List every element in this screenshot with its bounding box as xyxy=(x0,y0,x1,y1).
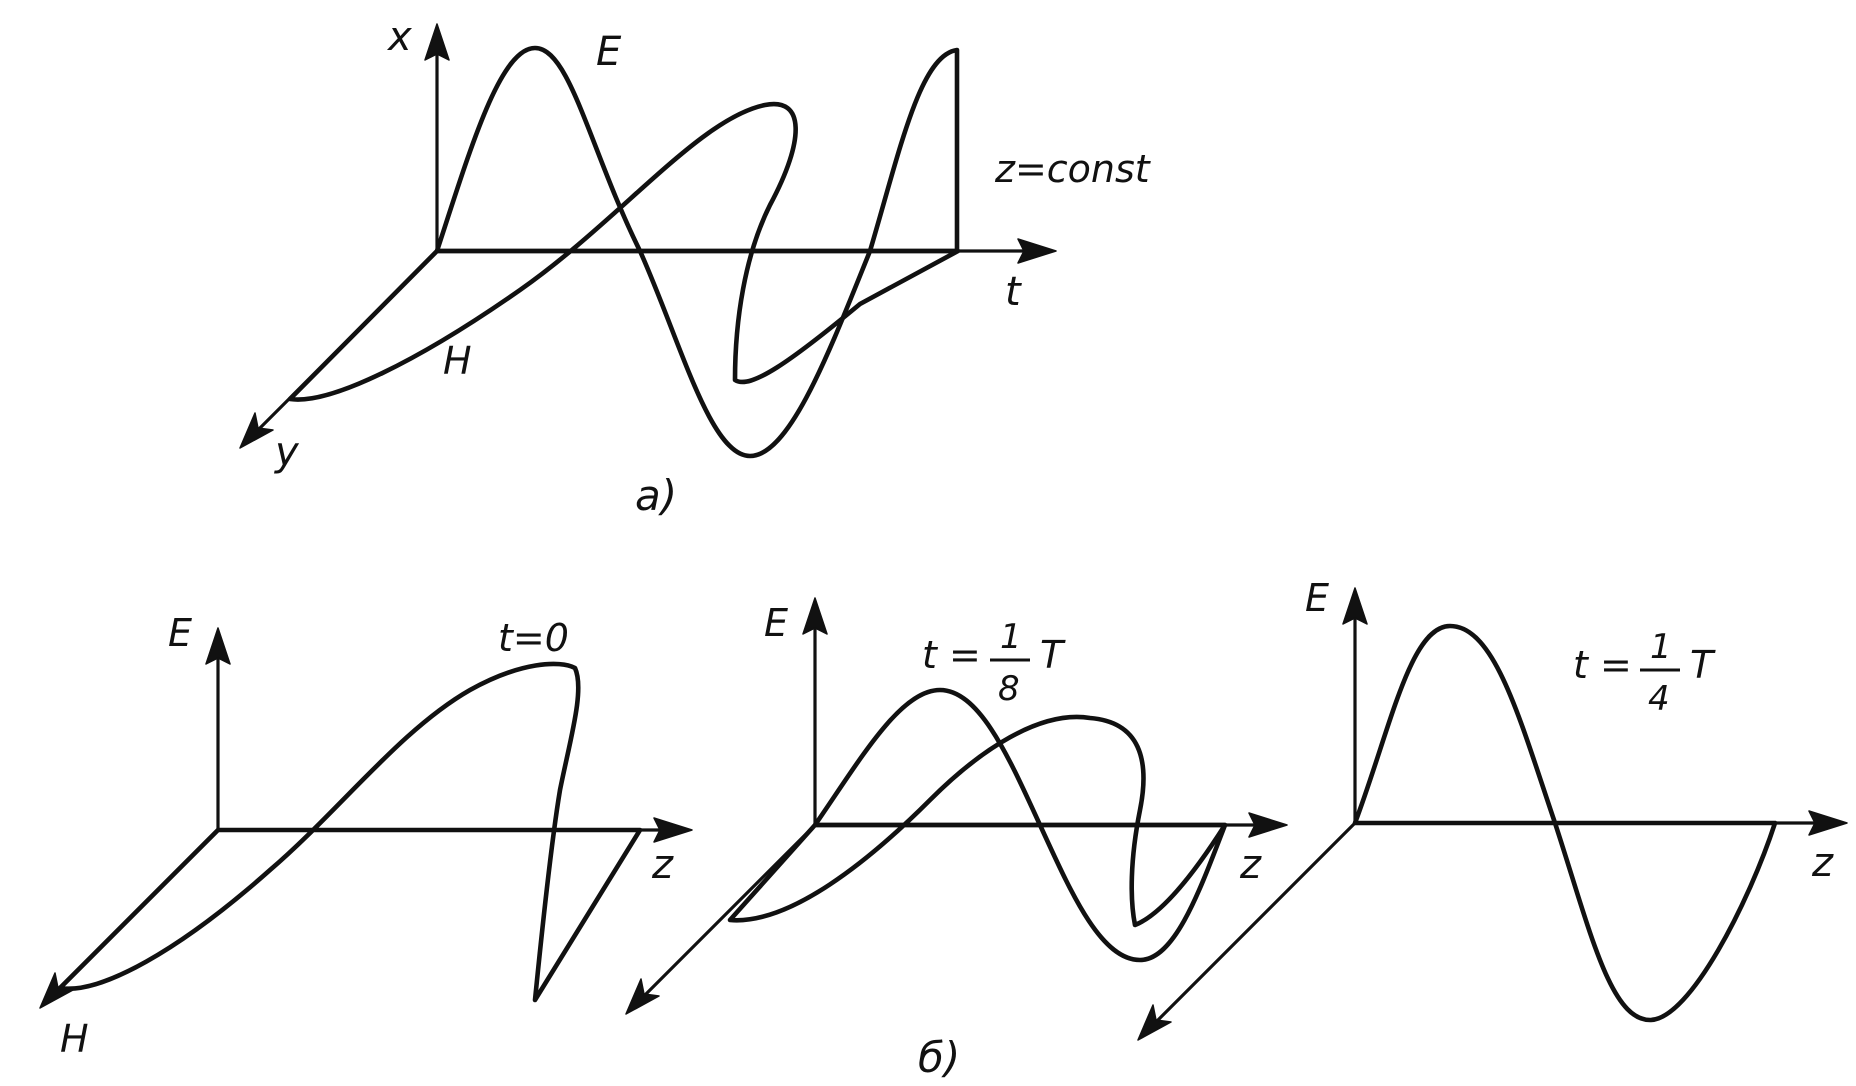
panel-b2: E t = 1 8 T z xyxy=(625,597,1288,1015)
h-axis-label: H xyxy=(60,1017,89,1061)
h-axis-arrowhead xyxy=(1137,1004,1172,1041)
x-axis-label: x xyxy=(386,14,412,60)
caption-b: б) xyxy=(918,1033,960,1082)
e-axis-arrowhead xyxy=(802,597,828,635)
z-axis-arrowhead xyxy=(1248,812,1288,838)
h-field-wave xyxy=(727,714,1228,928)
e-axis-arrowhead xyxy=(1342,587,1368,625)
z-axis-label: z xyxy=(1811,840,1834,886)
x-axis-arrowhead xyxy=(424,23,450,61)
h-field-wave xyxy=(57,661,643,1003)
e-axis-label: E xyxy=(764,601,788,645)
e-axis-label: E xyxy=(168,611,192,655)
time-denominator: 4 xyxy=(1648,679,1670,719)
time-numerator: 1 xyxy=(1650,627,1672,667)
condition-label: z=const xyxy=(994,147,1152,191)
h-curve-label: H xyxy=(443,339,472,383)
panel-b3: E t = 1 4 T z xyxy=(1137,576,1848,1041)
caption-a: а) xyxy=(635,471,677,520)
time-prefix: t = xyxy=(922,633,981,677)
time-denominator: 8 xyxy=(998,669,1020,709)
h-axis xyxy=(634,823,817,1006)
h-axis xyxy=(48,828,220,1000)
h-axis-arrowhead xyxy=(625,978,660,1015)
panel-a: x E z=const t H y а) xyxy=(239,14,1152,520)
t-axis-arrowhead xyxy=(1017,238,1057,264)
panel-b1: E t=0 z H xyxy=(39,611,693,1061)
z-axis-label: z xyxy=(1239,842,1262,888)
z-axis-label: z xyxy=(651,842,674,888)
e-curve-label: E xyxy=(596,29,622,75)
y-axis xyxy=(248,249,439,440)
z-axis-arrowhead xyxy=(1808,810,1848,836)
time-prefix: t = xyxy=(1573,643,1632,687)
time-suffix: T xyxy=(1040,633,1066,677)
time-suffix: T xyxy=(1690,643,1716,687)
z-axis-arrowhead xyxy=(653,817,693,843)
time-numerator: 1 xyxy=(1000,617,1022,657)
e-axis-label: E xyxy=(1305,576,1329,620)
y-axis-arrowhead xyxy=(239,412,274,449)
y-axis-label: y xyxy=(274,429,300,475)
t-axis-label: t xyxy=(1005,269,1022,315)
h-field-wave xyxy=(287,101,961,402)
e-axis-arrowhead xyxy=(205,627,231,665)
e-field-wave xyxy=(434,45,960,459)
h-axis-arrowhead xyxy=(39,972,74,1009)
h-axis xyxy=(1146,821,1357,1032)
time-label: t=0 xyxy=(498,616,569,660)
